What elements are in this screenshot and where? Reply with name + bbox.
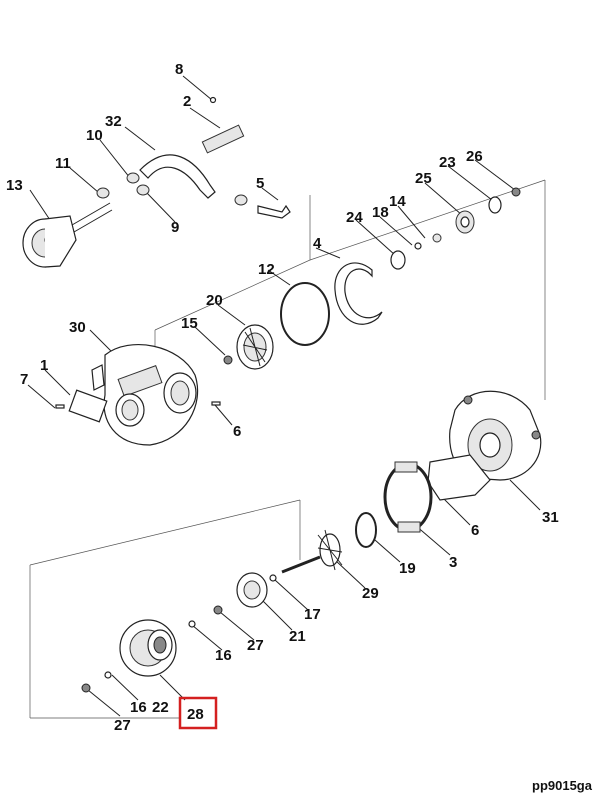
part-label-30: 30 <box>69 319 86 336</box>
part-label-25: 25 <box>415 170 432 187</box>
part-label-3: 3 <box>449 554 457 571</box>
part-label-11: 11 <box>55 155 71 172</box>
part-label-19: 19 <box>399 560 416 577</box>
highlight-box <box>178 696 218 730</box>
o-ring-12 <box>280 282 330 346</box>
diagram-code: pp9015ga <box>532 778 593 793</box>
part-label-5: 5 <box>256 175 264 192</box>
part-label-18: 18 <box>372 204 389 221</box>
part-label-10: 10 <box>86 127 103 144</box>
part-label-14: 14 <box>389 193 406 210</box>
part-label-31: 31 <box>542 509 559 526</box>
frame-lines <box>29 179 546 719</box>
part-label-28: 28 <box>187 706 204 723</box>
part-label-9: 9 <box>171 219 179 236</box>
part-label-27-top: 27 <box>247 637 264 654</box>
part-label-23: 23 <box>439 154 456 171</box>
part-label-2: 2 <box>183 93 191 110</box>
part-label-24: 24 <box>346 209 363 226</box>
turbine-shaft-29 <box>281 529 343 574</box>
turbine-housing-22 <box>81 619 177 693</box>
compressor-wheel-20 <box>223 324 274 370</box>
hose-assembly <box>96 96 291 219</box>
part-label-8: 8 <box>175 61 183 78</box>
part-label-27-bottom: 27 <box>114 717 131 734</box>
part-label-15: 15 <box>181 315 198 332</box>
ring-19 <box>355 512 377 548</box>
part-label-13: 13 <box>6 177 23 194</box>
v-band-clamp-3 <box>383 461 433 533</box>
part-label-26: 26 <box>466 148 483 165</box>
part-label-16-top: 16 <box>215 647 232 664</box>
part-label-1: 1 <box>40 357 48 374</box>
part-label-4: 4 <box>313 235 322 252</box>
part-label-17: 17 <box>304 606 321 623</box>
heat-shield-21 <box>188 572 277 628</box>
part-label-16-bottom: 16 <box>130 699 147 716</box>
snap-ring-4 <box>334 262 383 325</box>
part-label-21: 21 <box>289 628 306 645</box>
center-housing-31 <box>427 390 542 501</box>
actuator-13 <box>22 202 113 268</box>
part-label-12: 12 <box>258 261 275 278</box>
part-labels: 8 2 32 10 11 13 9 5 12 4 20 15 30 1 7 6 … <box>6 61 559 734</box>
part-label-29: 29 <box>362 585 379 602</box>
gasket-1 <box>55 389 221 423</box>
part-label-32: 32 <box>105 113 122 130</box>
part-label-22: 22 <box>152 699 169 716</box>
seal-parts <box>390 187 521 270</box>
part-label-20: 20 <box>206 292 223 309</box>
part-label-6-bottom: 6 <box>471 522 479 539</box>
part-label-6-top: 6 <box>233 423 241 440</box>
part-label-7: 7 <box>20 371 28 388</box>
compressor-housing-30 <box>91 344 199 446</box>
